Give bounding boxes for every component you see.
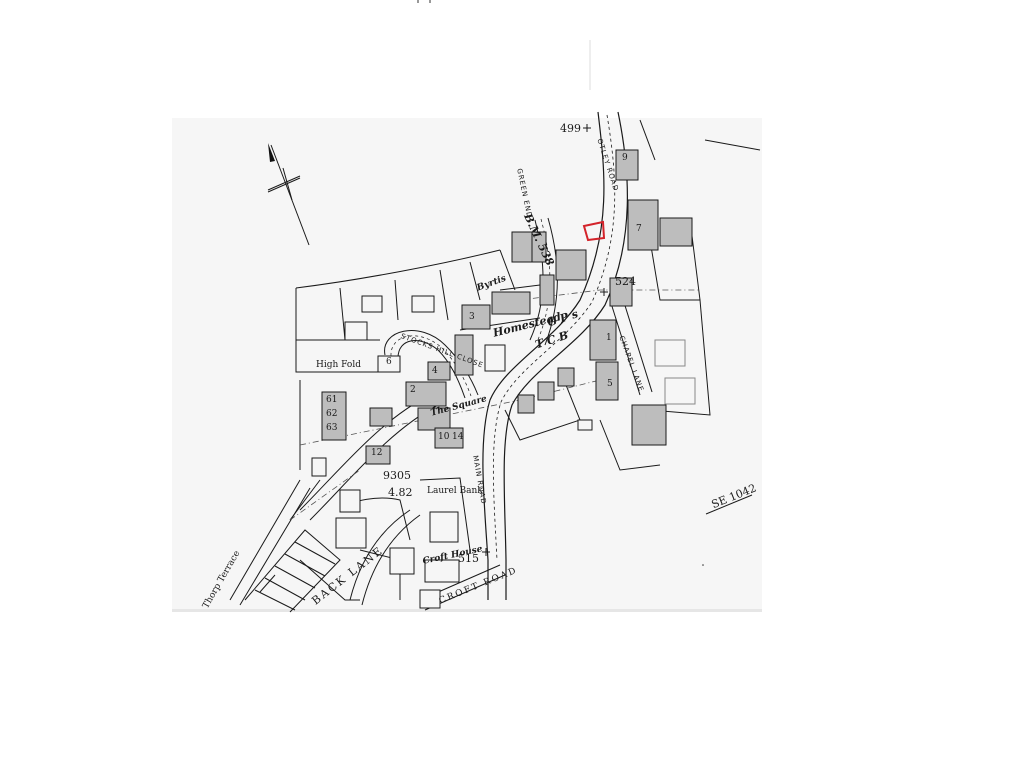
plot-number-4: 4 [432,366,438,376]
grid-ref-underline [705,494,753,515]
place-high-fold: High Fold [316,360,361,370]
outline-buildings [311,295,696,609]
back-lane [229,394,439,606]
plot-number-5: 5 [607,379,613,389]
buildings [321,149,693,465]
chapel-lane [609,295,653,396]
plot-number-12: 12 [371,448,383,458]
plot-number-62: 62 [326,409,338,419]
plot-number-61: 61 [326,395,338,405]
spot-crosses [482,124,608,556]
plot-number-10: 10 [438,432,450,442]
spot-height-499: 499 [560,122,581,135]
spot-height-524: 524 [615,275,636,288]
spot-height-515: 515 [458,552,479,565]
main-road [482,111,628,600]
plot-number-9: 9 [622,153,628,163]
map-bottom-edge [172,609,762,612]
plot-number-14: 14 [452,432,464,442]
highlight-plot[interactable] [582,220,606,242]
parcel-area: 4.82 [388,486,413,499]
terrace-rows [244,529,360,613]
plot-number-7: 7 [636,224,642,234]
plot-number-3: 3 [469,312,475,322]
plot-number-2: 2 [410,385,416,395]
plot-number-6: 6 [386,357,392,367]
plot-number-1: 1 [606,333,612,343]
place-laurel-bank: Laurel Bank [427,486,483,496]
parcel-number: 9305 [383,469,411,482]
north-arrow-icon [267,143,310,246]
plot-number-63: 63 [326,423,338,433]
